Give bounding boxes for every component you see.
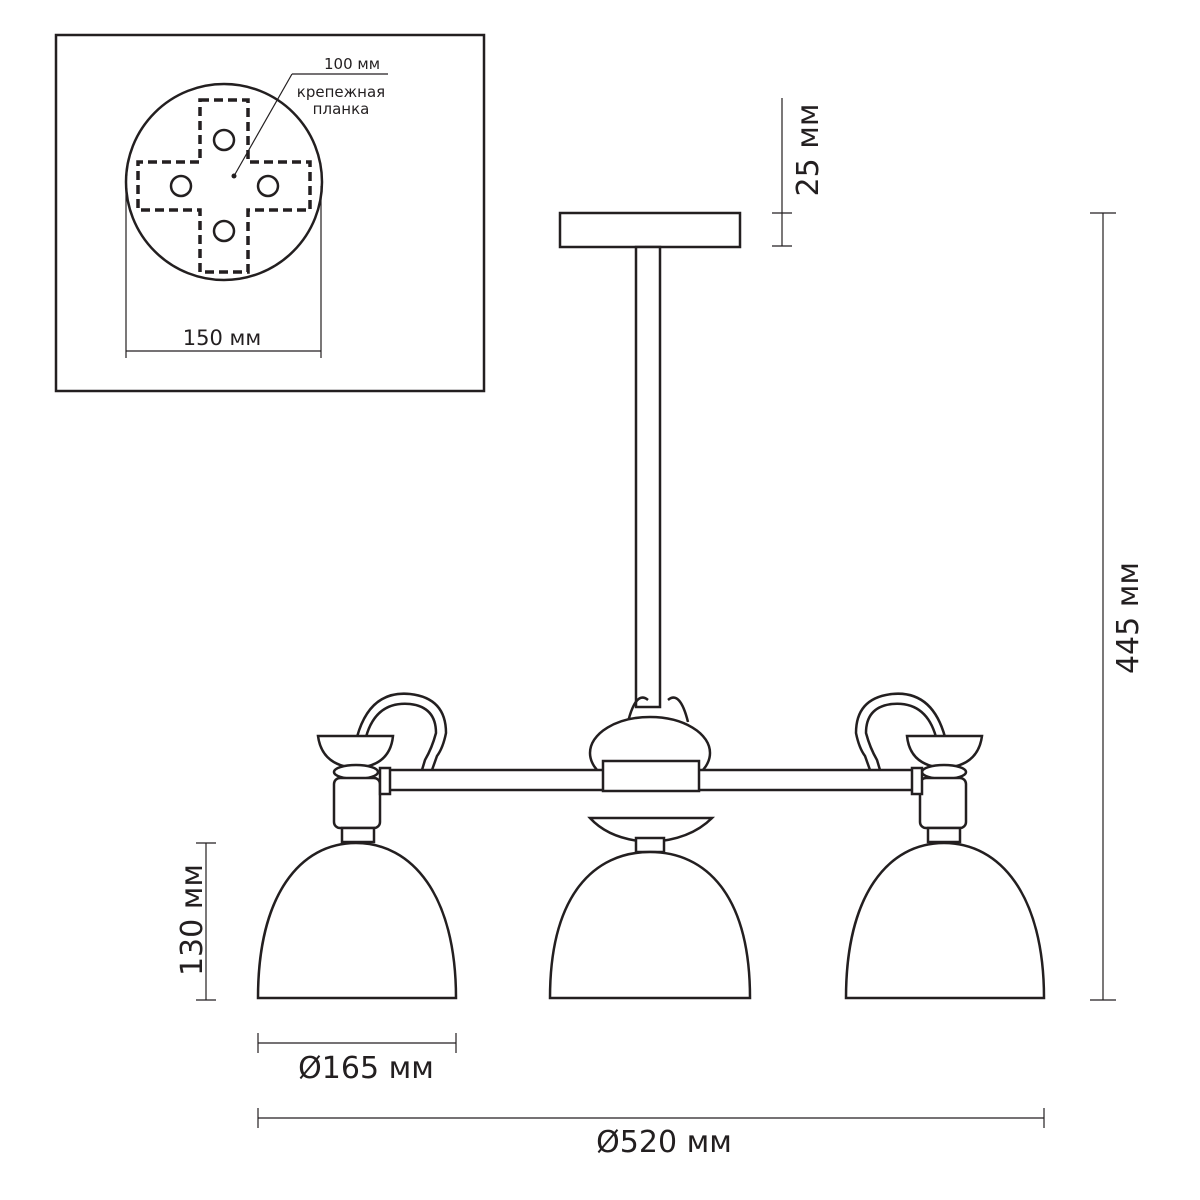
mounting-bracket-cross [136,98,312,274]
down-rod [634,245,662,709]
dim-total-diameter: Ø520 мм [257,1108,1045,1160]
center-collar [601,759,701,793]
leader-line [233,73,293,177]
shade-diameter-label: Ø165 мм [298,1051,434,1086]
canopy-circle [124,82,324,282]
dim-total-height: 445 мм [1090,212,1146,1001]
inset-frame [54,33,486,393]
plate-label-line1: крепежная [297,83,385,101]
right-top-cup [905,734,984,770]
canopy-height-label: 25 мм [791,104,826,197]
mount-plate-inset: 100 мм крепежная планка 150 мм [54,33,486,393]
right-arm [854,692,984,844]
right-hook [854,692,947,771]
canopy-and-rod [558,211,742,709]
left-arm [316,692,448,844]
dim-shade-height: 130 мм [175,842,216,1001]
dim-canopy-height: 25 мм [772,98,826,247]
bolt-hole-right [256,174,280,198]
center-body [380,696,920,854]
dim-shade-diameter: Ø165 мм [257,1033,457,1086]
shade-right [844,841,1046,1000]
ceiling-canopy [558,211,742,249]
diameter-label: 150 мм [183,326,261,350]
total-height-label: 445 мм [1111,562,1146,674]
bolt-hole-bottom [212,219,236,243]
shade-height-label: 130 мм [175,864,210,976]
total-diameter-label: Ø520 мм [596,1125,732,1160]
bolt-spacing-label: 100 мм [324,55,380,73]
bolt-hole-left [169,174,193,198]
left-socket [332,776,382,830]
shade-center [548,850,752,1000]
plate-label-line2: планка [313,100,370,118]
shade-left [256,841,458,1000]
bolt-hole-top [212,128,236,152]
right-socket [918,776,968,830]
left-top-cup [316,734,395,770]
left-hook [355,692,448,771]
